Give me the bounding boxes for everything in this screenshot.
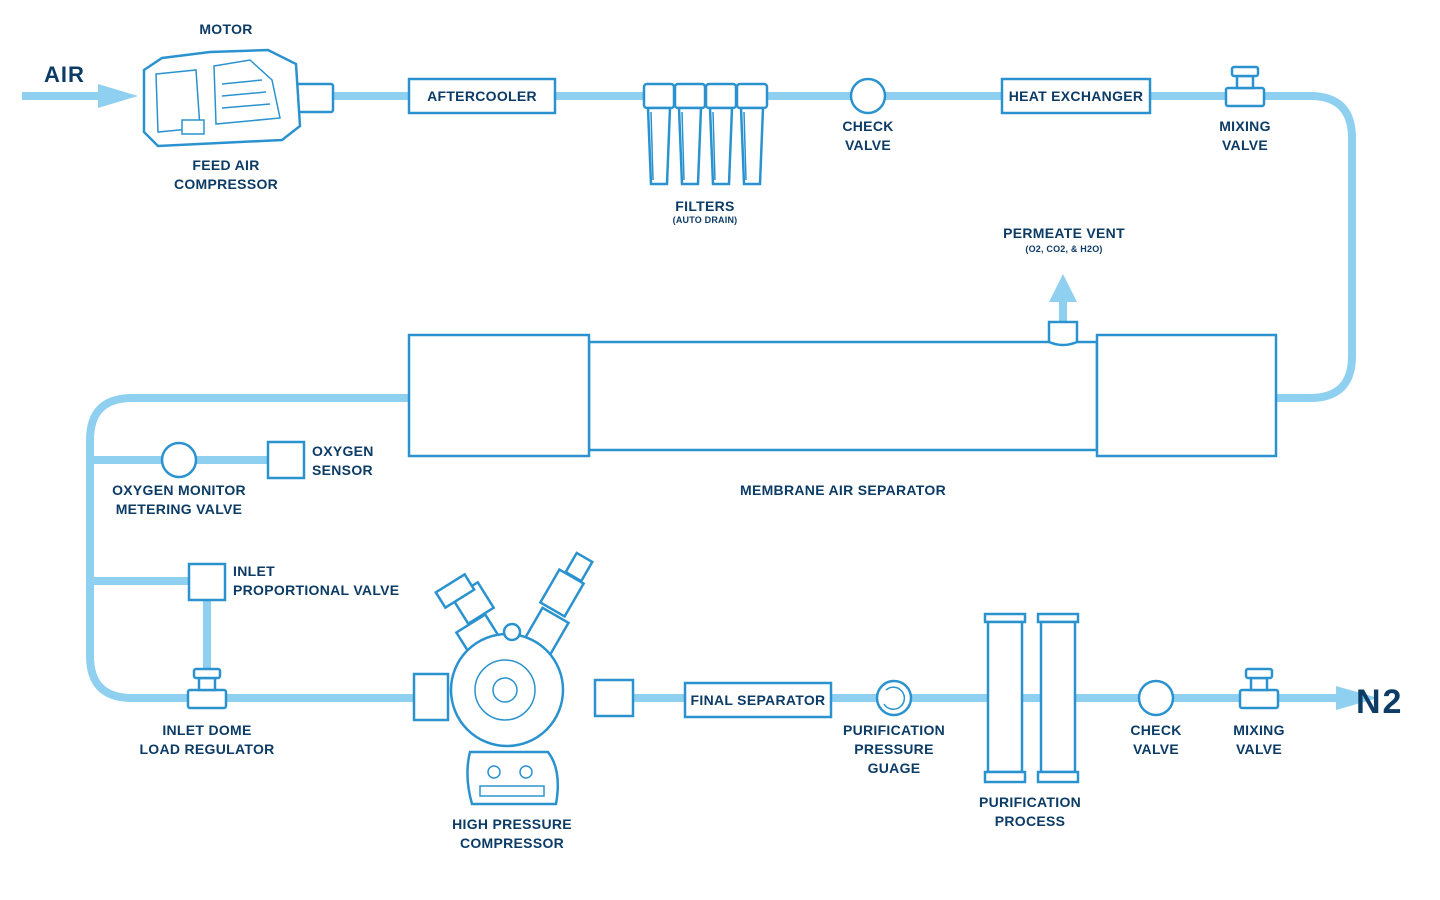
purification-vessel-1: [983, 612, 1027, 784]
check-valve-bottom-label-2: VALVE: [1133, 741, 1179, 757]
high-pressure-compressor: [412, 551, 635, 806]
check-valve-bottom-symbol: [1137, 679, 1175, 717]
filters-label: FILTERS: [675, 198, 734, 214]
final-separator-label: FINAL SEPARATOR: [691, 692, 826, 708]
mixing-valve-top-symbol: [1224, 65, 1266, 108]
check-valve-top-label-1: CHECK: [842, 118, 893, 134]
membrane-air-separator: [407, 320, 1278, 458]
return-loop-pipe: [86, 394, 420, 702]
motor-fin-1: [221, 79, 263, 85]
oxygen-monitor-label-2: METERING VALVE: [116, 501, 243, 517]
hp-outlet-flange: [593, 678, 635, 718]
membrane-right-cap: [1095, 333, 1278, 458]
purification-pressure-gauge-label-3: GUAGE: [868, 760, 921, 776]
oxygen-sensor-label-2: SENSOR: [312, 462, 373, 478]
purification-process-label-2: PROCESS: [995, 813, 1066, 829]
hp-inlet-flange: [412, 672, 450, 722]
membrane-air-separator-label: MEMBRANE AIR SEPARATOR: [740, 482, 946, 498]
motor-terminal-box: [181, 119, 205, 135]
air-label: AIR: [44, 62, 85, 87]
mixing-valve-bottom-symbol: [1238, 667, 1280, 710]
hp-hub: [492, 677, 518, 703]
motor-fin-3: [221, 103, 271, 109]
permeate-vent-note: (O2, CO2, & H2O): [1025, 244, 1102, 254]
inlet-proportional-valve-label-1: INLET: [233, 563, 275, 579]
purification-vessel-2: [1036, 612, 1080, 784]
inlet-proportional-valve-box: [187, 562, 227, 602]
hp-base: [479, 785, 545, 797]
inlet-dome-label-1: INLET DOME: [162, 722, 251, 738]
purification-pressure-gauge-label-2: PRESSURE: [854, 741, 933, 757]
filters-note: (AUTO DRAIN): [673, 215, 738, 225]
filter-bank: [642, 82, 769, 186]
mixing-valve-bottom-label-2: VALVE: [1236, 741, 1282, 757]
filter-1: [642, 82, 676, 186]
permeate-vent-label: PERMEATE VENT: [1003, 225, 1125, 241]
heat-exchanger-label: HEAT EXCHANGER: [1009, 88, 1144, 104]
n2-label: N2: [1356, 683, 1403, 721]
purification-pressure-gauge-label-1: PURIFICATION: [843, 722, 945, 738]
mixing-valve-top-label-1: MIXING: [1219, 118, 1271, 134]
feed-air-compressor-label-2: COMPRESSOR: [174, 176, 278, 192]
inlet-dome-load-regulator-symbol: [186, 667, 228, 710]
air-inlet-arrow: [98, 84, 138, 108]
feed-air-compressor-label-1: FEED AIR: [192, 157, 259, 173]
high-pressure-compressor-label-2: COMPRESSOR: [460, 835, 564, 851]
hp-lift-eye: [502, 622, 522, 642]
top-feed-pipe: [330, 92, 1356, 402]
permeate-vent-port: [1047, 320, 1079, 347]
hp-bolt-1: [487, 765, 501, 779]
oxygen-sensor-box: [266, 440, 306, 480]
feed-air-compressor: [142, 48, 335, 148]
motor-label: MOTOR: [199, 21, 252, 37]
membrane-tube: [587, 340, 1099, 452]
filter-4: [735, 82, 769, 186]
inlet-dome-label-2: LOAD REGULATOR: [139, 741, 274, 757]
hp-bolt-2: [519, 765, 533, 779]
purification-process-label-1: PURIFICATION: [979, 794, 1081, 810]
aftercooler-box: [407, 77, 557, 115]
n2-outlet-arrow: [1336, 686, 1378, 710]
check-valve-top-symbol: [849, 77, 887, 115]
aftercooler-label: AFTERCOOLER: [427, 88, 537, 104]
check-valve-bottom-label-1: CHECK: [1130, 722, 1181, 738]
oxygen-monitor-label-1: OXYGEN MONITOR: [112, 482, 246, 498]
check-valve-top-label-2: VALVE: [845, 137, 891, 153]
purification-pressure-gauge-symbol: [875, 679, 913, 717]
motor-fin-2: [221, 91, 267, 97]
high-pressure-compressor-label-1: HIGH PRESSURE: [452, 816, 572, 832]
mixing-valve-bottom-label-1: MIXING: [1233, 722, 1285, 738]
oxygen-monitor-metering-valve-symbol: [160, 441, 198, 479]
final-separator-box: [683, 681, 833, 719]
mixing-valve-top-label-2: VALVE: [1222, 137, 1268, 153]
heat-exchanger-box: [1000, 77, 1152, 115]
membrane-left-cap: [407, 333, 591, 458]
permeate-vent-arrow: [1049, 274, 1077, 302]
filter-2: [673, 82, 707, 186]
filter-3: [704, 82, 738, 186]
oxygen-sensor-label-1: OXYGEN: [312, 443, 374, 459]
inlet-proportional-valve-label-2: PROPORTIONAL VALVE: [233, 582, 399, 598]
